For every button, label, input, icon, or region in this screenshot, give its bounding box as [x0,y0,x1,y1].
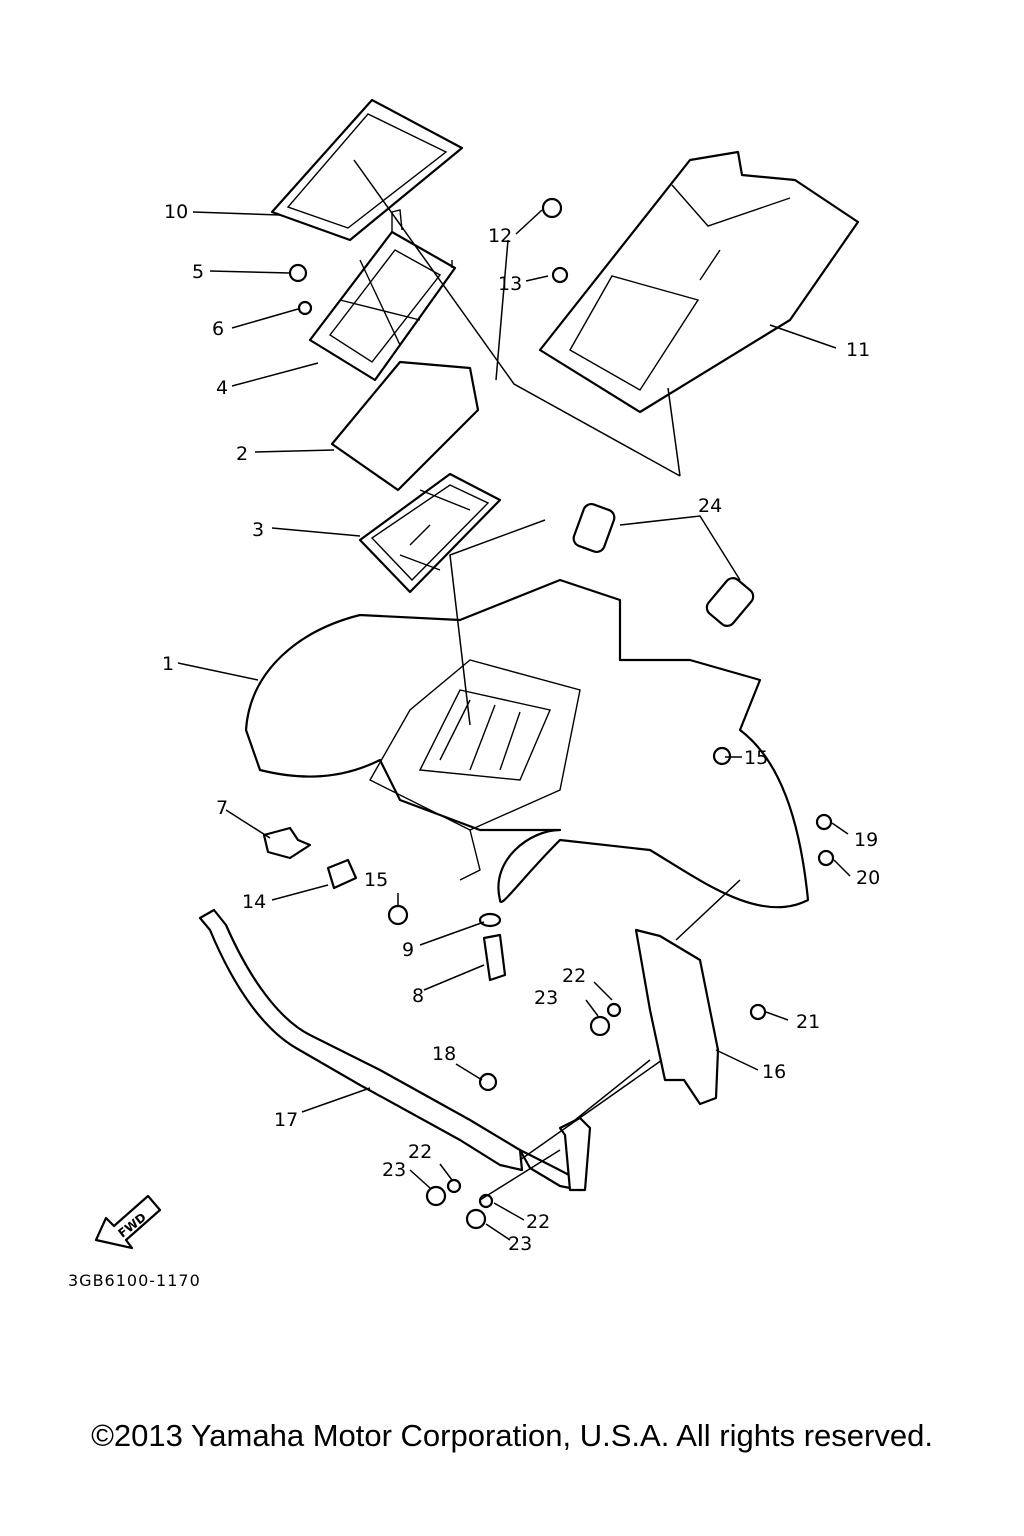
part-3-mesh-filter [358,472,502,594]
label-part-6: 6 [212,318,224,340]
label-part-2: 2 [236,443,248,465]
copyright-notice: ©2013 Yamaha Motor Corporation, U.S.A. A… [91,1418,933,1453]
part-11-fender-cover [538,150,860,414]
label-part-15a: 15 [364,869,388,891]
label-part-19: 19 [854,829,878,851]
leader-lines [177,159,851,1241]
label-part-22b: 22 [408,1141,432,1163]
label-part-13: 13 [498,273,522,295]
label-part-12: 12 [488,225,512,247]
label-part-23b: 23 [382,1159,406,1181]
part-1-rear-fender [244,578,810,909]
part-2-filter-pad [330,360,480,492]
label-part-8: 8 [412,985,424,1007]
reference-code: 3GB6100-1170 [68,1271,201,1290]
label-part-20: 20 [856,867,880,889]
label-part-3: 3 [252,519,264,541]
part-17-stay [198,908,592,1192]
label-part-11: 11 [846,339,870,361]
label-part-5: 5 [192,261,204,283]
label-part-4: 4 [216,377,228,399]
part-4-bracket [308,209,457,382]
label-part-23c: 23 [508,1233,532,1255]
label-part-22c: 22 [526,1211,550,1233]
label-part-17: 17 [274,1109,298,1131]
label-part-22a: 22 [562,965,586,987]
label-part-23a: 23 [534,987,558,1009]
part-24-grommets [572,503,755,627]
label-part-24: 24 [698,495,722,517]
hardware-bolts [262,197,835,1230]
part-10-gasket [270,98,464,242]
label-part-14: 14 [242,891,266,913]
label-part-10: 10 [164,201,188,223]
fwd-arrow-icon: FWD [94,1194,162,1250]
label-part-9: 9 [402,939,414,961]
part-16-mud-flap [634,928,720,1106]
label-part-16: 16 [762,1061,786,1083]
label-part-7: 7 [216,797,228,819]
label-part-18: 18 [432,1043,456,1065]
label-part-21: 21 [796,1011,820,1033]
label-part-15b: 15 [744,747,768,769]
label-part-1: 1 [162,653,174,675]
